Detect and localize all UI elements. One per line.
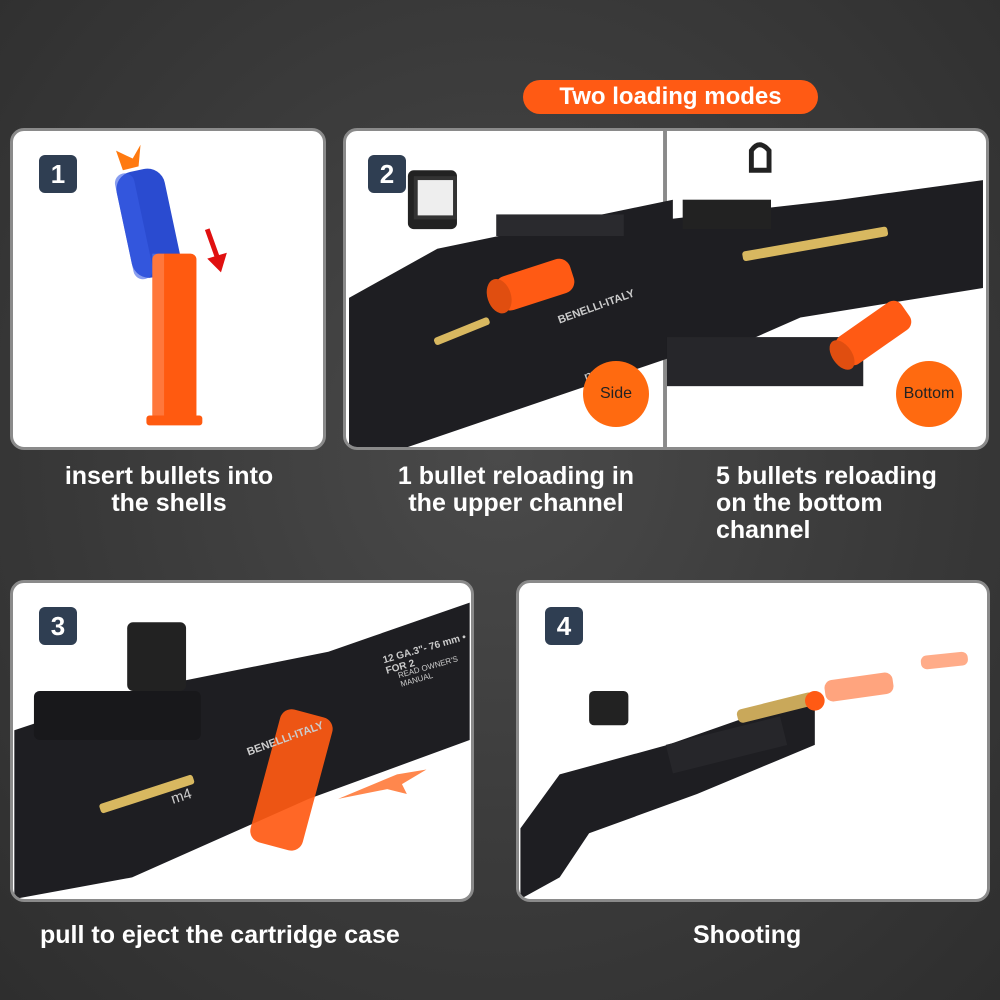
caption-shooting: Shooting (693, 921, 802, 949)
caption-eject-case: pull to eject the cartridge case (40, 921, 400, 949)
side-badge: Side (583, 361, 649, 427)
bottom-badge: Bottom (896, 361, 962, 427)
dart-into-shell-illustration (114, 144, 227, 426)
gun-loading-illustration (349, 131, 983, 447)
shooting-illustration (520, 651, 968, 899)
bottom-loading-gun (666, 142, 983, 387)
panel-eject-case: 3 m4 BENELLI-ITALY 12 GA.3"- 76 mm • FOR… (10, 580, 474, 902)
eject-case-illustration (14, 602, 470, 899)
panel-loading-modes: 2 m4 (343, 128, 989, 450)
step-number-badge: 1 (39, 155, 77, 193)
step-number-badge: 4 (545, 607, 583, 645)
step-number-badge: 3 (39, 607, 77, 645)
side-loading-gun (349, 170, 673, 447)
caption-insert-bullets: insert bullets into the shells (64, 462, 274, 517)
panel-insert-bullets: 1 (10, 128, 326, 450)
caption-side-loading: 1 bullet reloading in the upper channel (397, 462, 635, 517)
two-loading-modes-label: Two loading modes (523, 80, 818, 114)
caption-bottom-loading: 5 bullets reloading on the bottom channe… (716, 462, 937, 544)
panel-shooting: 4 (516, 580, 990, 902)
step-number-badge: 2 (368, 155, 406, 193)
